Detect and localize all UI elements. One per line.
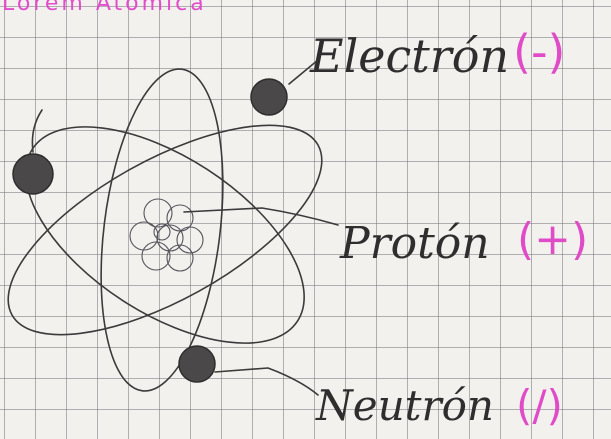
orbit-3 — [100, 68, 224, 392]
proton-label: Protón — [339, 218, 490, 269]
proton-charge: (+) — [517, 214, 588, 265]
electron-tail — [31, 109, 43, 153]
nucleon — [176, 226, 204, 254]
nucleon — [129, 221, 159, 251]
nucleon — [166, 244, 194, 272]
neutron-leader-line — [214, 367, 319, 396]
electron-charge: (-) — [513, 25, 566, 79]
neutron-charge: (/) — [516, 381, 563, 430]
proton-leader-line — [183, 207, 339, 226]
electron-dot — [178, 345, 216, 383]
neutron-label: Neutrón — [315, 381, 494, 430]
nucleus — [129, 198, 204, 272]
nucleon — [141, 241, 171, 271]
electron-dot — [12, 153, 54, 195]
electron-label: Electrón — [309, 29, 509, 83]
nucleon — [143, 198, 173, 228]
electron-leader-line — [288, 59, 319, 85]
electron-dot — [250, 78, 288, 116]
page-title: Lorem Atomica — [2, 0, 207, 16]
orbit-1 — [7, 124, 323, 336]
nucleon — [153, 223, 171, 241]
